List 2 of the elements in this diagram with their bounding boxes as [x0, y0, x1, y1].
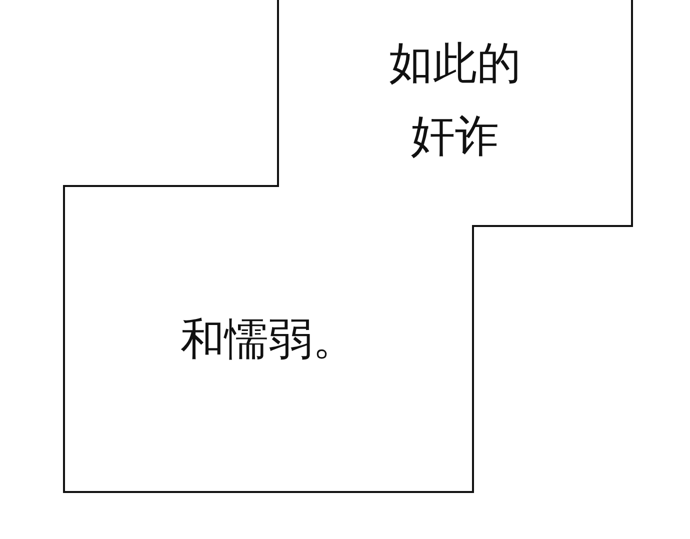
caption-text: 和懦弱。 — [180, 312, 356, 366]
caption-text: 如此的奸诈 — [388, 37, 522, 164]
